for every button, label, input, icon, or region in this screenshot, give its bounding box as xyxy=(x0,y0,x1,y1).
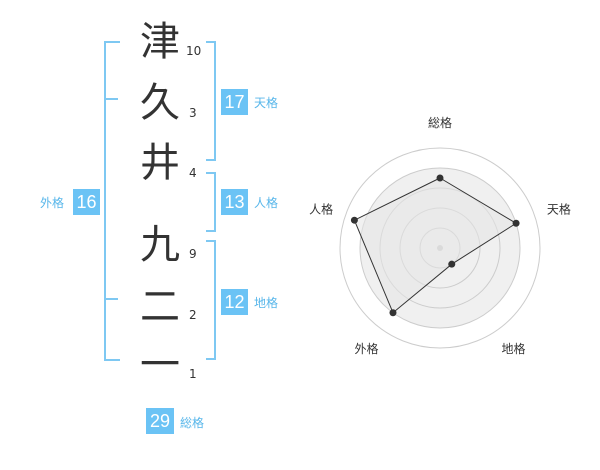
soukaku-label: 総格 xyxy=(180,416,205,430)
stroke-count-2: 3 xyxy=(189,106,197,120)
gaikaku-bracket xyxy=(104,41,120,361)
radar-grid-ring xyxy=(339,147,541,349)
radar-axis-label-2: 天格 xyxy=(547,201,571,216)
gaikaku-bracket-tick xyxy=(104,98,118,100)
gaikaku-label: 外格 xyxy=(40,196,65,210)
radar-grid-ring xyxy=(359,167,521,329)
chikaku-label: 地格 xyxy=(254,296,279,310)
tenkaku-value-badge: 17 xyxy=(221,89,248,115)
radar-point-5 xyxy=(350,216,358,224)
stroke-count-4: 9 xyxy=(189,247,197,261)
radar-axis-label-5: 人格 xyxy=(309,201,333,216)
jinkaku-bracket xyxy=(206,172,216,232)
tenkaku-label: 天格 xyxy=(254,96,279,110)
gaikaku-bracket-tick xyxy=(104,298,118,300)
radar-axis-label-3: 地格 xyxy=(501,341,525,356)
kanji-char-3: 井 xyxy=(140,140,180,186)
kanji-char-1: 津 xyxy=(140,19,180,65)
radar-data-polygon xyxy=(353,177,518,314)
jinkaku-label: 人格 xyxy=(254,196,279,210)
kanji-char-5: 二 xyxy=(140,284,180,330)
chikaku-value-badge: 12 xyxy=(221,289,248,315)
soukaku-value-badge: 29 xyxy=(146,408,174,434)
radar-point-2 xyxy=(512,219,520,227)
radar-axis-label-1: 総格 xyxy=(428,115,452,130)
kanji-char-4: 九 xyxy=(140,222,180,268)
kanji-char-2: 久 xyxy=(140,80,180,126)
stroke-count-5: 2 xyxy=(189,308,197,322)
gaikaku-value-badge: 16 xyxy=(73,189,100,215)
radar-point-3 xyxy=(448,260,456,268)
stroke-count-6: 1 xyxy=(189,367,197,381)
radar-axis-label-4: 外格 xyxy=(355,341,379,356)
chikaku-bracket xyxy=(206,240,216,360)
radar-point-1 xyxy=(436,174,444,182)
tenkaku-bracket xyxy=(206,41,216,161)
stroke-count-3: 4 xyxy=(189,166,197,180)
jinkaku-value-badge: 13 xyxy=(221,189,248,215)
radar-point-4 xyxy=(389,309,397,317)
kanji-char-6: 一 xyxy=(140,342,180,388)
stroke-count-1: 10 xyxy=(186,44,202,58)
